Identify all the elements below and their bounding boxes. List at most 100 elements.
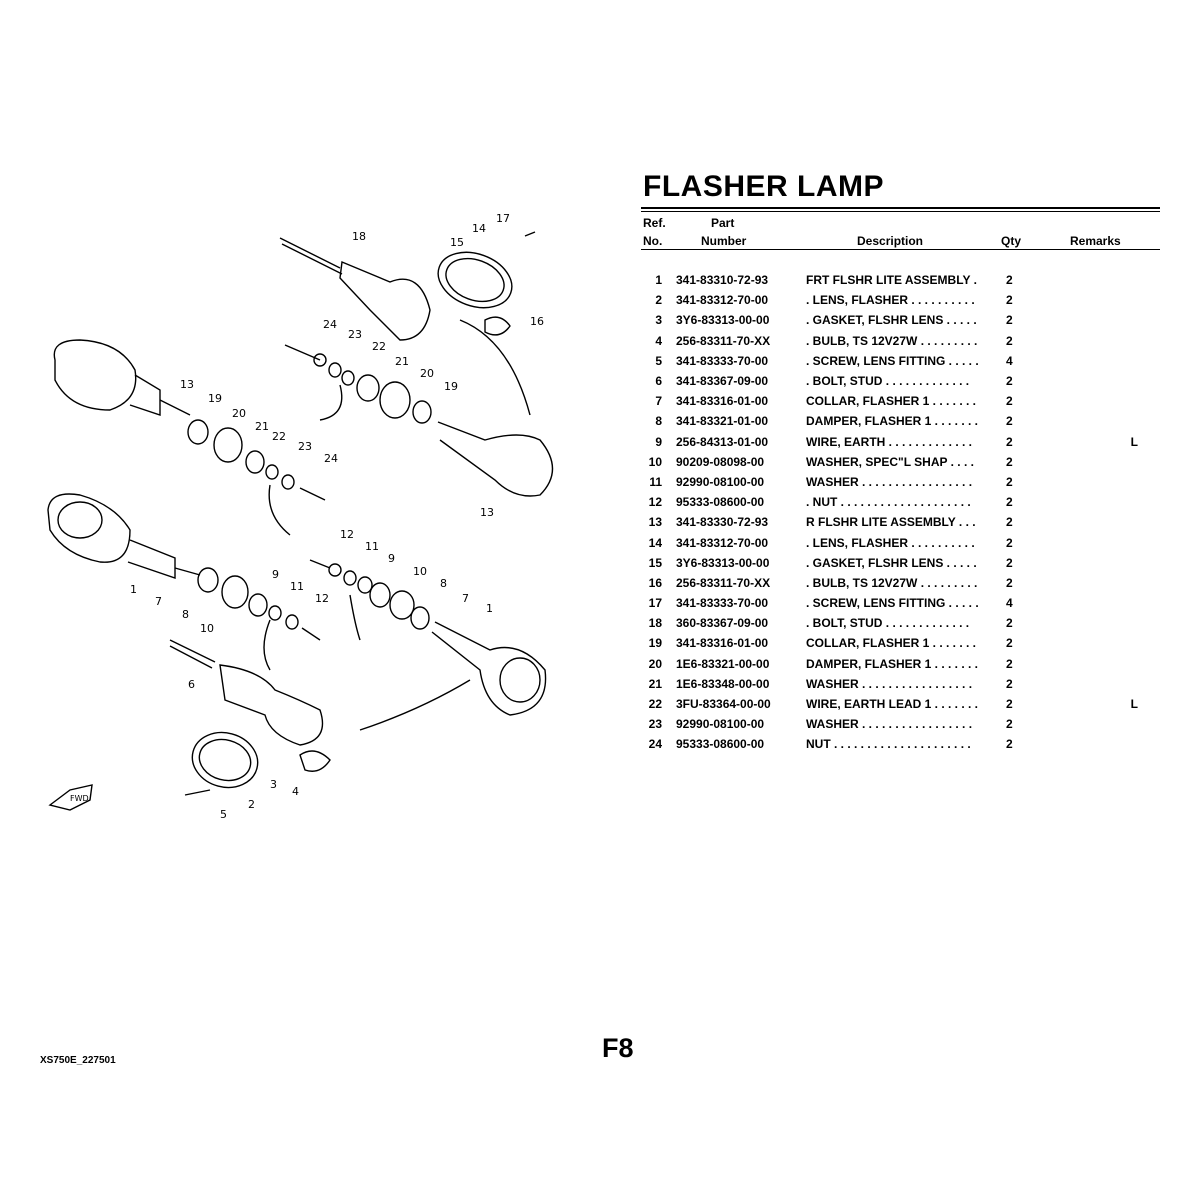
cell-part: 256-84313-01-00 bbox=[676, 434, 769, 449]
cell-qty: 2 bbox=[1006, 555, 1013, 570]
callout-19-left: 19 bbox=[208, 392, 222, 405]
cell-part: 341-83321-01-00 bbox=[676, 414, 769, 429]
callout-20-left: 20 bbox=[232, 407, 246, 420]
header-ref-line2: No. bbox=[643, 234, 663, 248]
cell-ref: 6 bbox=[655, 374, 662, 389]
cell-qty: 2 bbox=[1006, 717, 1013, 732]
cell-part: 90209-08098-00 bbox=[676, 454, 765, 469]
callout-12-left: 12 bbox=[315, 592, 329, 605]
cell-qty: 4 bbox=[1006, 353, 1013, 368]
cell-desc: . LENS, FLASHER . . . . . . . . . . bbox=[806, 293, 975, 308]
cell-ref: 12 bbox=[648, 495, 662, 510]
cell-remarks bbox=[1066, 270, 1198, 290]
cell-ref: 23 bbox=[648, 717, 662, 732]
cell-qty: 2 bbox=[1006, 575, 1013, 590]
callout-21-left: 21 bbox=[255, 420, 269, 433]
callout-23-left: 23 bbox=[298, 440, 312, 453]
cell-qty: 2 bbox=[1006, 333, 1013, 348]
cell-ref: 18 bbox=[648, 616, 662, 631]
cell-qty: 2 bbox=[1006, 374, 1013, 389]
cell-desc: . BOLT, STUD . . . . . . . . . . . . . bbox=[806, 616, 970, 631]
cell-desc: . LENS, FLASHER . . . . . . . . . . bbox=[806, 535, 975, 550]
cell-part: 341-83312-70-00 bbox=[676, 535, 769, 550]
cell-remarks bbox=[1066, 512, 1198, 532]
cell-qty: 2 bbox=[1006, 394, 1013, 409]
cell-ref: 11 bbox=[649, 474, 662, 489]
cell-desc: . GASKET, FLSHR LENS . . . . . bbox=[806, 313, 977, 328]
callout-10: 10 bbox=[413, 565, 427, 578]
cell-part: 341-83333-70-00 bbox=[676, 596, 769, 611]
title-rule bbox=[641, 207, 1160, 209]
cell-desc: WIRE, EARTH . . . . . . . . . . . . . bbox=[806, 434, 973, 449]
cell-desc: . SCREW, LENS FITTING . . . . . bbox=[806, 353, 979, 368]
front-lens-assembly bbox=[169, 319, 531, 796]
cell-remarks bbox=[1066, 553, 1198, 573]
cell-part: 341-83316-01-00 bbox=[676, 636, 769, 651]
cell-desc: FRT FLSHR LITE ASSEMBLY . bbox=[806, 273, 977, 288]
callout-22: 22 bbox=[372, 340, 386, 353]
callout-14: 14 bbox=[472, 222, 486, 235]
rear-right-flasher-assembly bbox=[279, 231, 536, 341]
cell-qty: 2 bbox=[1006, 293, 1013, 308]
cell-ref: 4 bbox=[655, 333, 662, 348]
cell-part: 1E6-83321-00-00 bbox=[676, 656, 770, 671]
cell-remarks: L bbox=[1130, 697, 1138, 712]
cell-desc: . GASKET, FLSHR LENS . . . . . bbox=[806, 555, 977, 570]
cell-remarks bbox=[1066, 734, 1198, 754]
cell-remarks bbox=[1066, 371, 1198, 391]
cell-remarks bbox=[1066, 573, 1198, 593]
footer-code: XS750E_227501 bbox=[40, 1055, 116, 1066]
cell-desc: WIRE, EARTH LEAD 1 . . . . . . . bbox=[806, 697, 979, 712]
cell-ref: 1 bbox=[655, 273, 662, 288]
cell-qty: 2 bbox=[1006, 273, 1013, 288]
cell-desc: . BULB, TS 12V27W . . . . . . . . . bbox=[806, 333, 978, 348]
cell-remarks bbox=[1066, 452, 1198, 472]
cell-desc: WASHER, SPEC"L SHAP . . . . bbox=[806, 454, 974, 469]
cell-remarks bbox=[1066, 290, 1198, 310]
cell-part: 256-83311-70-XX bbox=[676, 333, 771, 348]
cell-ref: 2 bbox=[655, 293, 662, 308]
cell-qty: 2 bbox=[1006, 313, 1013, 328]
page-number: F8 bbox=[602, 1033, 634, 1063]
callout-17: 17 bbox=[496, 212, 510, 225]
callout-8: 8 bbox=[440, 577, 447, 590]
cell-remarks bbox=[1066, 472, 1198, 492]
callout-6: 6 bbox=[188, 678, 195, 691]
cell-part: 3FU-83364-00-00 bbox=[676, 697, 771, 712]
cell-ref: 20 bbox=[648, 656, 662, 671]
callout-7-left: 7 bbox=[155, 595, 162, 608]
cell-ref: 19 bbox=[648, 636, 662, 651]
exploded-parts-diagram: FWD 18 15 14 17 16 24 23 22 21 20 19 13 … bbox=[47, 212, 554, 821]
cell-qty: 2 bbox=[1006, 414, 1013, 429]
cell-ref: 17 bbox=[648, 596, 662, 611]
callout-10-left: 10 bbox=[200, 622, 214, 635]
header-ref-line1: Ref. bbox=[643, 216, 666, 230]
cell-qty: 2 bbox=[1006, 697, 1013, 712]
cell-remarks bbox=[1066, 310, 1198, 330]
cell-part: 341-83316-01-00 bbox=[676, 394, 769, 409]
cell-remarks bbox=[1066, 613, 1198, 633]
front-right-flasher-assembly bbox=[309, 559, 547, 716]
callout-22-left: 22 bbox=[272, 430, 286, 443]
table-row: 4 256-83311-70-XX . BULB, TS 12V27W . . . … bbox=[641, 331, 1198, 351]
cell-remarks bbox=[1066, 351, 1198, 371]
header-rule bbox=[641, 249, 1160, 250]
cell-qty: 2 bbox=[1006, 515, 1013, 530]
callout-7: 7 bbox=[462, 592, 469, 605]
